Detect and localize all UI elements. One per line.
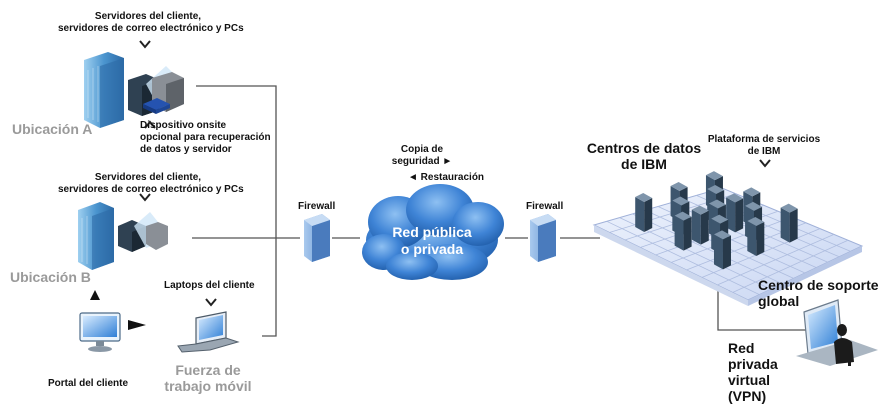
server-rack [713,230,731,270]
server-rack [726,193,744,233]
server-rack [635,192,653,232]
support-operator-icon [796,299,878,366]
arrow-down-icon [139,40,151,49]
laptop-icon [177,311,240,353]
site-b-building-icon [78,202,114,270]
site-b-servers-label: Servidores del cliente,servidores de cor… [58,172,244,195]
monitor-icon [79,312,121,352]
arrow-down-icon [759,159,771,168]
arrow-down-icon [139,193,151,202]
onsite-device-icon [143,98,170,114]
server-rack [674,211,692,251]
firewall-right-icon [530,214,556,262]
server-rack [780,203,798,243]
arrow-up-icon [144,120,156,129]
site-b-name: Ubicación B [10,269,91,285]
cloud-icon [362,184,504,280]
site-a-servers-label: Servidores del cliente,servidores de cor… [58,11,244,34]
site-a-name: Ubicación A [12,121,93,137]
firewall-left-label: Firewall [298,201,336,212]
portal-label: Portal del cliente [48,378,129,389]
server-rack [691,205,709,245]
restore-label: ◄ Restauración [408,172,485,183]
firewall-right-label: Firewall [526,201,564,212]
connection-lines [192,85,812,337]
datacenter-racks [635,171,798,270]
laptops-label: Laptops del cliente [164,280,255,291]
firewall-left-icon [304,214,330,262]
site-a-building-icon [84,52,124,128]
site-b-server-icon [118,212,168,252]
arrow-right-icon [128,320,146,330]
arrow-up-icon [90,290,100,300]
arrow-down-icon [205,298,217,307]
server-rack [747,216,765,256]
